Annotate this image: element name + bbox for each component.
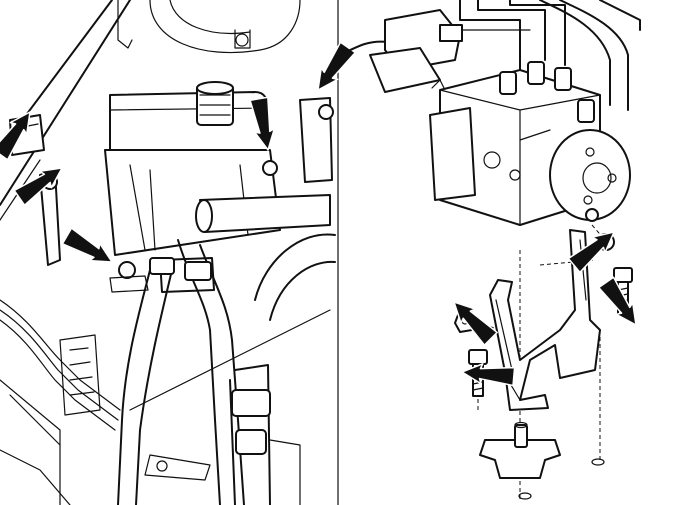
- abs-brake-pipes: [459, 0, 641, 111]
- hose-coupling: [231, 389, 271, 417]
- abs-panel: [339, 0, 645, 500]
- strut-side-nut: [318, 104, 334, 120]
- brake-pipe-bundle: [0, 299, 331, 505]
- strut-tower: [117, 0, 301, 54]
- abs-hydraulic-unit: [429, 61, 631, 226]
- arrow-small-nut: [446, 294, 499, 347]
- arrow-base-nut: [61, 226, 118, 272]
- strut-top-nut: [235, 33, 249, 47]
- abs-mount-grommet: [585, 208, 599, 222]
- abs-mounting-bracket: [489, 229, 601, 411]
- lower-support-plate: [479, 439, 561, 479]
- abs-mounting-parts: [454, 224, 633, 500]
- engine-bay-panel: [0, 0, 357, 505]
- fluid-reservoir: [104, 81, 281, 256]
- abs-connector: [339, 9, 463, 93]
- reservoir-right-nut: [262, 160, 278, 176]
- abs-pump-motor: [549, 129, 631, 221]
- reservoir-supports: [9, 97, 334, 293]
- arrow-bracket-nut: [12, 159, 69, 207]
- reservoir-base-nut: [118, 261, 136, 279]
- leader-line: [129, 309, 331, 411]
- hoses: [117, 194, 336, 505]
